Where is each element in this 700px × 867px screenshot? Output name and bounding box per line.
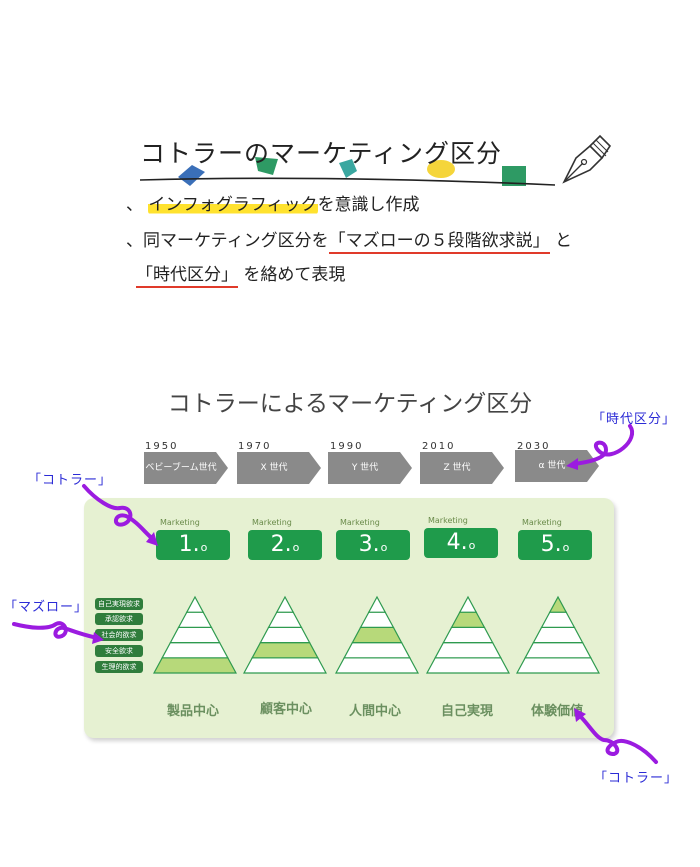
arrowhead bbox=[92, 632, 104, 644]
arrow-to-era bbox=[574, 426, 632, 464]
arrowhead bbox=[566, 458, 578, 470]
arrow-to-marketing bbox=[84, 486, 154, 540]
arrow-to-needs bbox=[14, 623, 98, 638]
arrow-to-center bbox=[580, 716, 656, 762]
